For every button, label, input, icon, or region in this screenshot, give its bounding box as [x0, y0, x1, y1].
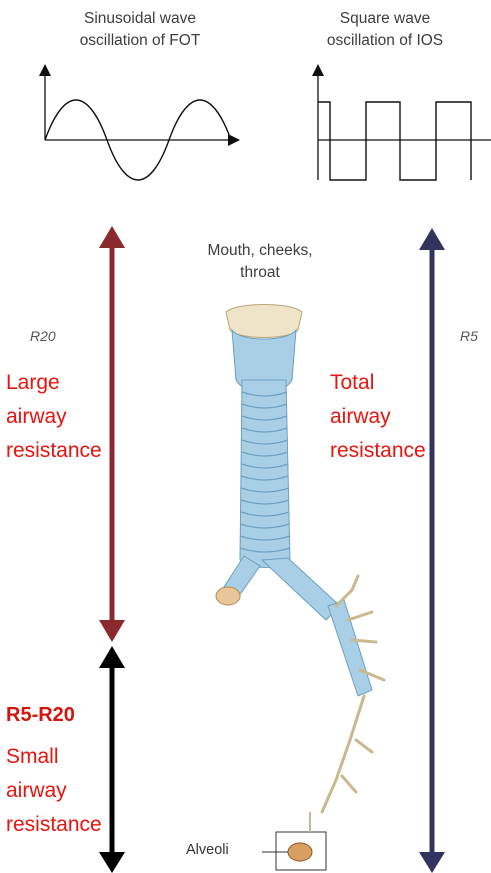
alveoli-label: Alveoli	[186, 842, 229, 858]
small-airway-annotation: Small airway resistance	[6, 740, 102, 842]
small-airway-line3: resistance	[6, 808, 102, 842]
r20-label: R20	[30, 328, 56, 344]
total-airway-arrow	[419, 228, 445, 873]
ios-y-arrowhead	[312, 64, 324, 76]
total-airway-annotation: Total airway resistance	[330, 366, 426, 468]
total-airway-line3: resistance	[330, 434, 426, 468]
small-airway-arrow	[99, 646, 125, 873]
mouth-label-line2: throat	[160, 262, 360, 284]
large-airway-line1: Large	[6, 366, 102, 400]
large-airway-arrow	[99, 226, 125, 642]
total-airway-line2: airway	[330, 400, 426, 434]
small-airway-line2: airway	[6, 774, 102, 808]
total-airway-line1: Total	[330, 366, 426, 400]
r5-r20-title: R5-R20	[6, 704, 75, 727]
large-airway-line2: airway	[6, 400, 102, 434]
ios-square-wave	[318, 102, 471, 180]
mouth-label-line1: Mouth, cheeks,	[160, 240, 360, 262]
large-airway-annotation: Large airway resistance	[6, 366, 102, 468]
ios-square-plot	[312, 64, 491, 180]
fot-y-arrowhead	[39, 64, 51, 76]
large-airway-line3: resistance	[6, 434, 102, 468]
mouth-throat-label: Mouth, cheeks, throat	[160, 240, 360, 284]
fot-sine-plot	[39, 64, 240, 180]
small-airway-line1: Small	[6, 740, 102, 774]
r5-label: R5	[460, 328, 478, 344]
